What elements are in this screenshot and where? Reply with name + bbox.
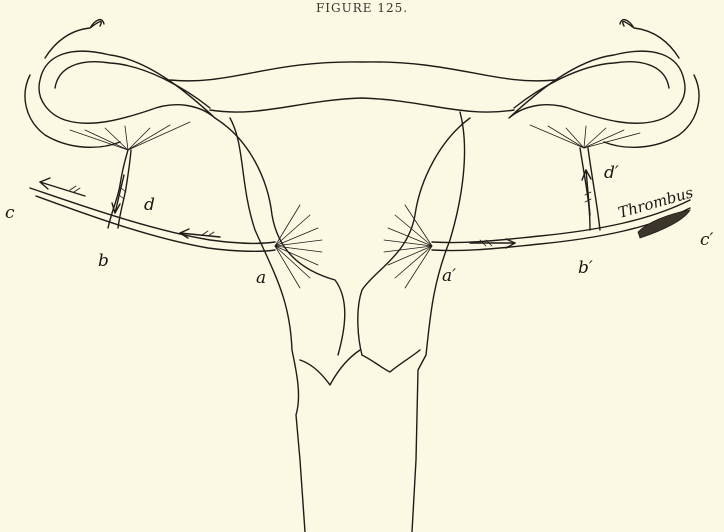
label-d: d (144, 195, 155, 215)
left-branch-vein-d (108, 150, 128, 228)
right-fallopian-tube (509, 51, 685, 123)
right-uterine-rays (384, 205, 432, 288)
left-uterine-rays (275, 205, 322, 288)
left-uterine-wall (215, 118, 345, 355)
right-ovarian-rays (530, 125, 640, 148)
right-branch-vein-d-prime (580, 148, 590, 230)
left-ovarian-rays (70, 122, 190, 150)
fundus-lower-outline (210, 98, 514, 112)
flow-arrow-left-b (180, 229, 220, 238)
label-c-prime: c′ (700, 230, 714, 250)
left-tube-inner (55, 62, 210, 108)
left-cervix-notch (300, 350, 360, 385)
fundus-upper-outline (170, 62, 555, 81)
label-a: a (256, 268, 266, 288)
label-b-prime: b′ (578, 258, 593, 278)
figure-caption: FIGURE 125. (316, 1, 408, 15)
right-uterine-wall (358, 118, 470, 355)
right-cervix-outline (412, 112, 465, 532)
left-cervix-outline (230, 118, 305, 532)
right-tube-inner (514, 62, 669, 108)
label-c: c (5, 203, 15, 223)
right-cervix-notch (362, 350, 420, 372)
label-a-prime: a′ (442, 266, 456, 286)
left-fallopian-tube (39, 51, 215, 123)
label-d-prime: d′ (604, 163, 619, 183)
label-b: b (98, 251, 109, 271)
